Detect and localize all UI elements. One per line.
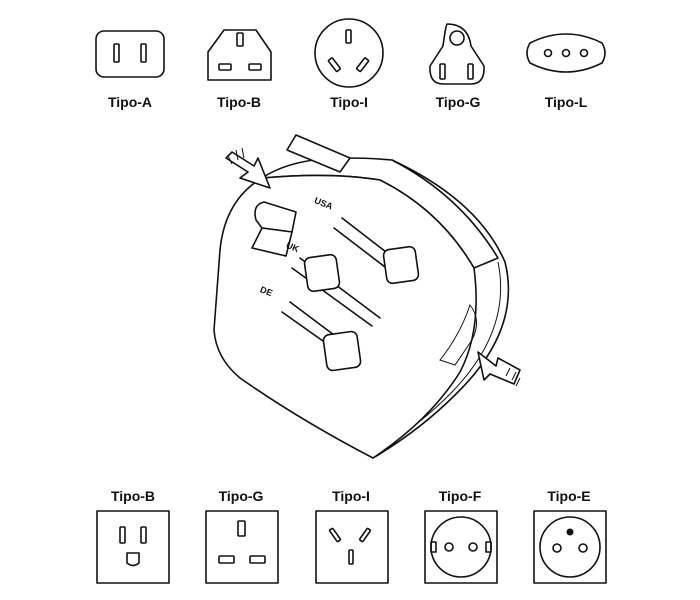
socket-type-f-icon — [424, 510, 498, 584]
plug-label-tipo-b: Tipo-B — [217, 94, 261, 110]
plug-type-g-icon — [429, 23, 485, 85]
travel-adapter-icon — [213, 134, 521, 459]
socket-type-i-icon — [315, 510, 389, 584]
plug-label-tipo-g: Tipo-G — [436, 94, 481, 110]
plug-type-a-icon — [95, 30, 165, 78]
plug-label-tipo-i: Tipo-I — [330, 94, 368, 110]
plug-type-l-icon — [526, 33, 606, 73]
socket-label-tipo-f: Tipo-F — [439, 488, 482, 504]
socket-label-tipo-i: Tipo-I — [332, 488, 370, 504]
socket-type-e-icon — [533, 510, 607, 584]
socket-type-g-icon — [205, 510, 279, 584]
plug-label-tipo-a: Tipo-A — [108, 94, 152, 110]
socket-label-tipo-g: Tipo-G — [219, 488, 264, 504]
socket-type-b-icon — [96, 510, 170, 584]
socket-label-tipo-e: Tipo-E — [547, 488, 590, 504]
slider-label-uk: UK — [285, 240, 301, 254]
socket-label-tipo-b: Tipo-B — [111, 488, 155, 504]
plug-label-tipo-l: Tipo-L — [545, 94, 588, 110]
slider-label-de: DE — [259, 284, 274, 298]
plug-type-i-icon — [314, 18, 384, 88]
plug-type-b-icon — [207, 29, 272, 81]
